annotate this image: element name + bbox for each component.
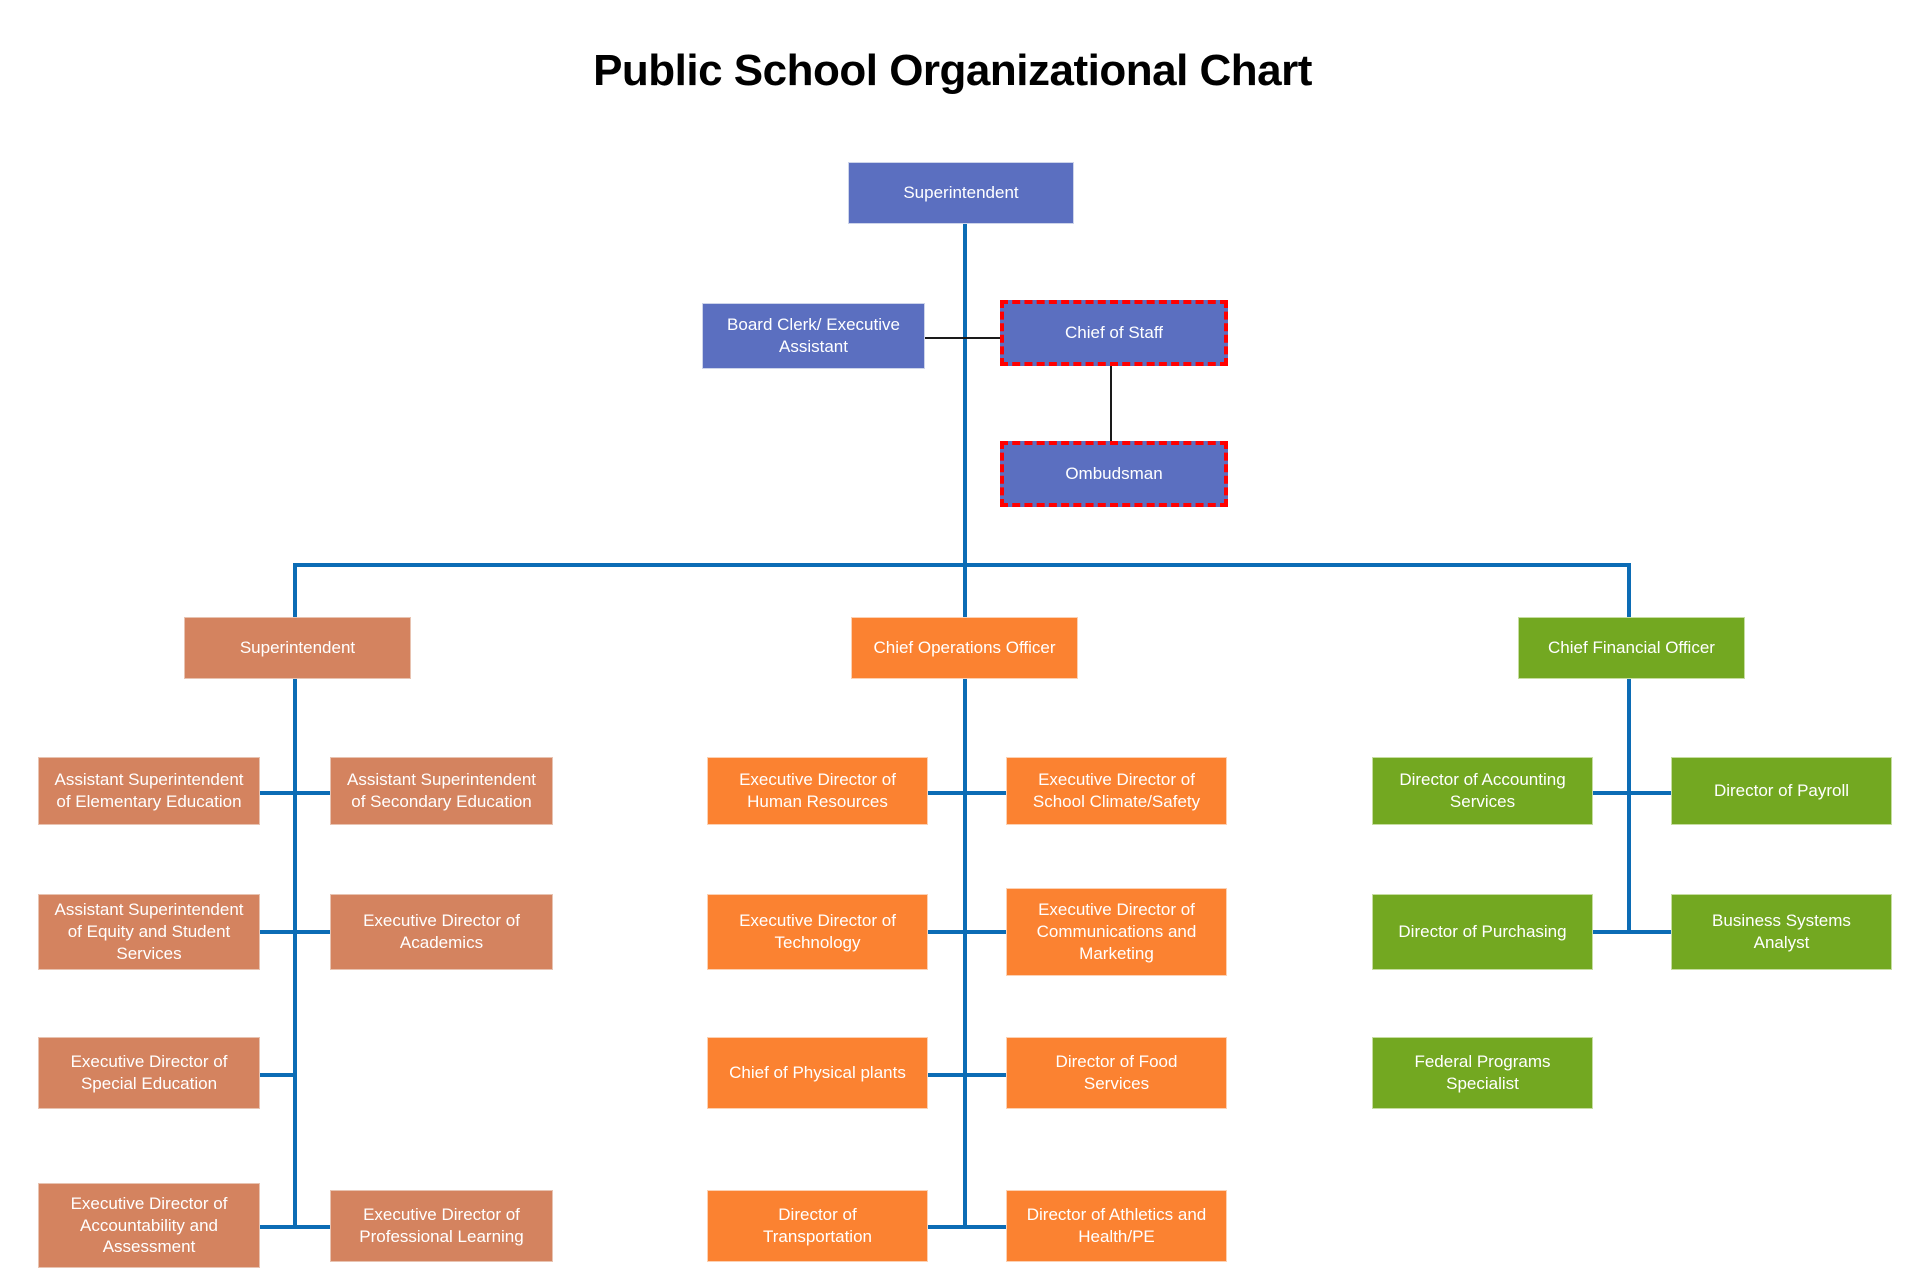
node-exec-dir-technology[interactable]: Executive Director of Technology [707,894,928,970]
node-chief-physical-plants[interactable]: Chief of Physical plants [707,1037,928,1109]
node-director-payroll[interactable]: Director of Payroll [1671,757,1892,825]
node-superintendent-top[interactable]: Superintendent [848,162,1074,224]
connector-left-rung-2 [260,930,330,934]
connector-left-rung-4 [260,1225,330,1229]
node-exec-dir-communications[interactable]: Executive Director of Communications and… [1006,888,1227,976]
connector-left-rung-3 [260,1073,297,1077]
node-asst-supt-elementary[interactable]: Assistant Superintendent of Elementary E… [38,757,260,825]
connector-right-spine [1627,666,1631,934]
node-asst-supt-equity[interactable]: Assistant Superintendent of Equity and S… [38,894,260,970]
node-ombudsman[interactable]: Ombudsman [1000,441,1228,507]
connector-left-rung-1 [260,791,330,795]
connector-drop-cfo [1627,563,1631,617]
page-title: Public School Organizational Chart [593,46,1312,95]
node-exec-dir-academics[interactable]: Executive Director of Academics [330,894,553,970]
connector-superintendent-spine [963,190,967,565]
node-exec-dir-accountability[interactable]: Executive Director of Accountability and… [38,1183,260,1268]
connector-right-rung-1 [1593,791,1671,795]
connector-left-spine [293,666,297,1229]
node-exec-dir-professional-learning[interactable]: Executive Director of Professional Learn… [330,1190,553,1262]
node-federal-programs-specialist[interactable]: Federal Programs Specialist [1372,1037,1593,1109]
node-asst-supt-secondary[interactable]: Assistant Superintendent of Secondary Ed… [330,757,553,825]
node-exec-dir-human-resources[interactable]: Executive Director of Human Resources [707,757,928,825]
node-business-systems-analyst[interactable]: Business Systems Analyst [1671,894,1892,970]
connector-drop-coo [963,563,967,617]
connector-main-bus [293,563,1631,567]
connector-middle-spine [963,666,967,1229]
node-director-transportation[interactable]: Director of Transportation [707,1190,928,1262]
node-director-food-services[interactable]: Director of Food Services [1006,1037,1227,1109]
node-chief-financial-officer[interactable]: Chief Financial Officer [1518,617,1745,679]
connector-middle-rung-4 [928,1225,1006,1229]
connector-middle-rung-3 [928,1073,1006,1077]
connector-right-rung-2 [1593,930,1671,934]
node-superintendent-branch[interactable]: Superintendent [184,617,411,679]
node-director-purchasing[interactable]: Director of Purchasing [1372,894,1593,970]
connector-drop-superintendent-branch [293,563,297,617]
node-chief-operations-officer[interactable]: Chief Operations Officer [851,617,1078,679]
connector-chiefofstaff-ombudsman [1110,358,1112,443]
connector-middle-rung-2 [928,930,1006,934]
node-exec-dir-special-education[interactable]: Executive Director of Special Education [38,1037,260,1109]
node-director-accounting[interactable]: Director of Accounting Services [1372,757,1593,825]
node-director-athletics[interactable]: Director of Athletics and Health/PE [1006,1190,1227,1262]
connector-middle-rung-1 [928,791,1006,795]
node-board-clerk[interactable]: Board Clerk/ Executive Assistant [702,303,925,369]
node-exec-dir-school-climate[interactable]: Executive Director of School Climate/Saf… [1006,757,1227,825]
node-chief-of-staff[interactable]: Chief of Staff [1000,300,1228,366]
